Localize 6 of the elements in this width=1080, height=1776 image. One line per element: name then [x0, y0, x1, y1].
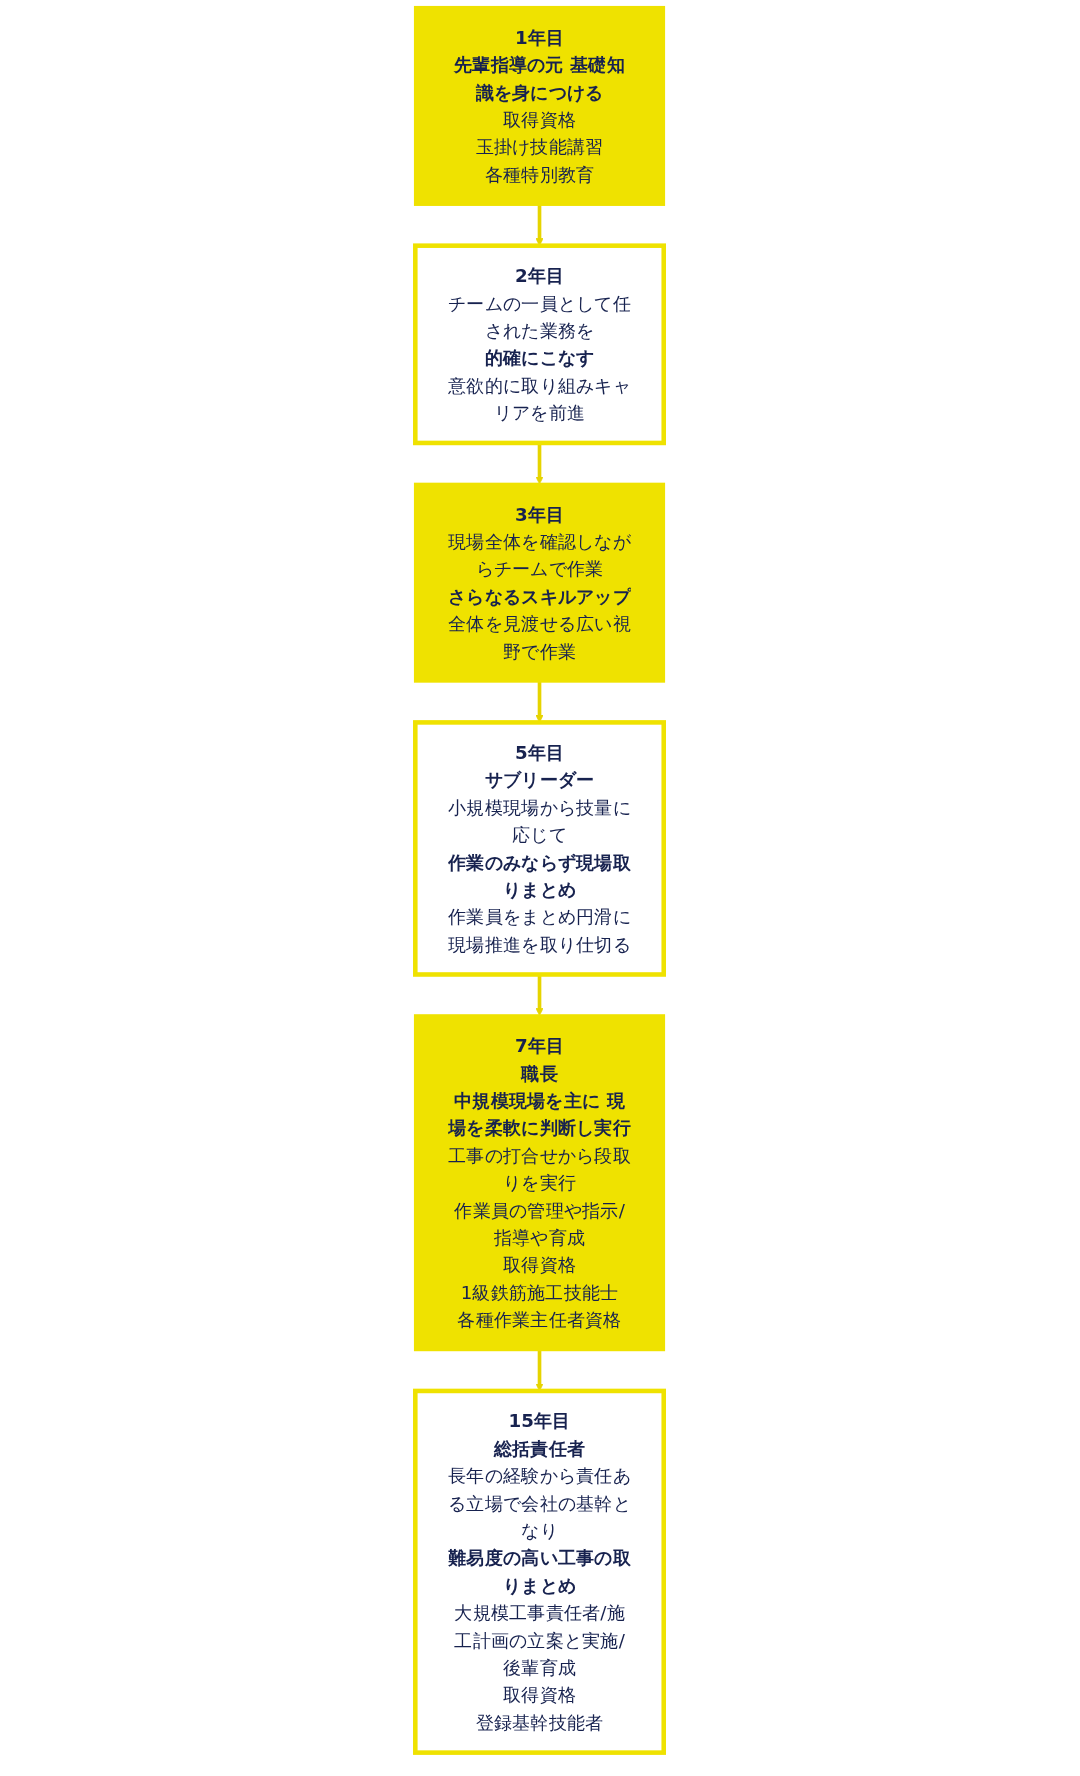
- node-box: 15年目 総括責任者 長年の経験から責任ある立場で会社の基幹となり 難易度の高い工事の取りまとめ 大規模工事責任者/施工計画の立案と実施/後輩育成 取得資格 登録基幹技能者: [413, 1388, 667, 1755]
- node-box: 3年目 現場全体を確認しながらチームで作業 さらなるスキルアップ 全体を見渡せる広い視野で作業: [414, 482, 666, 683]
- node-box: 2年目 チームの一員として任された業務を 的確にこなす 意欲的に取り組みキャリアを前進: [413, 243, 667, 446]
- node-box: 7年目 職長 中規模現場を主に 現場を柔軟に判断し実行 工事の打合せから段取りを実行 作業員の管理や指示/指導や育成 取得資格 1級鉄筋施工技能士 各種作業主任者資格: [414, 1014, 666, 1352]
- node-box: 5年目 サブリーダー 小規模現場から技量に応じて 作業のみならず現場取りまとめ 作業員をまとめ円滑に現場推進を取り仕切る: [413, 720, 667, 977]
- node-box: 1年目 先輩指導の元 基礎知識を身につける 取得資格 玉掛け技能講習 各種特別教育: [414, 5, 666, 206]
